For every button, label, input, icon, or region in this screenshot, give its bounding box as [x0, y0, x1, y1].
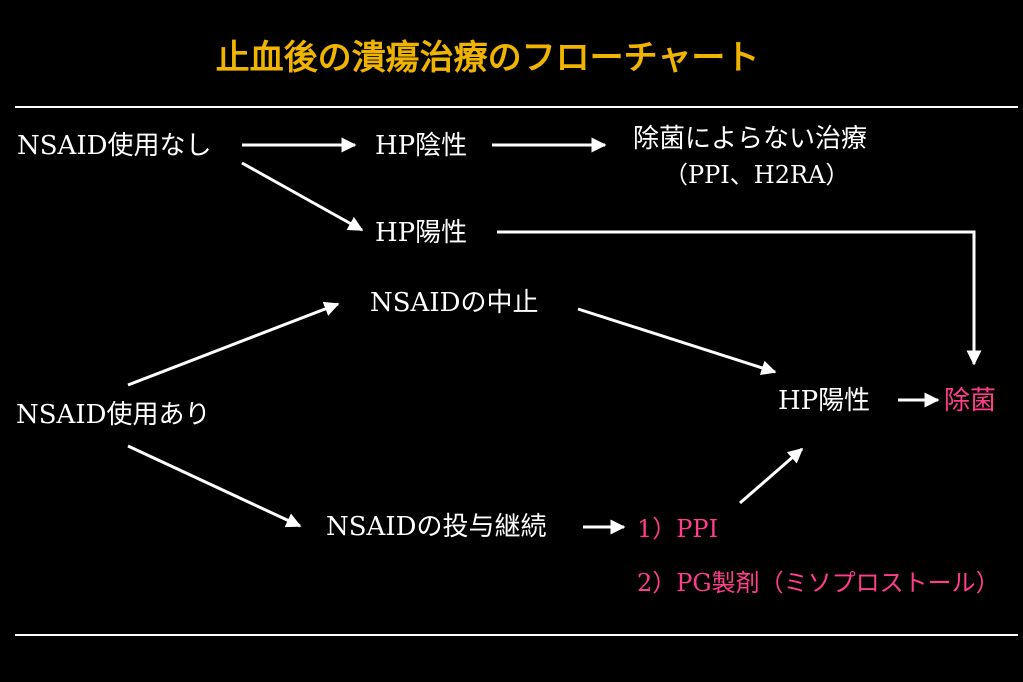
nsaid-stop-node: NSAIDの中止: [370, 288, 539, 318]
nsaid-continue-node: NSAIDの投与継続: [326, 512, 547, 542]
arrow-use-to-continue: [127, 444, 302, 528]
no-eradication-detail: （PPI、H2RA）: [664, 161, 850, 189]
arrow-use-to-stop: [127, 301, 340, 387]
page-title: 止血後の潰瘍治療のフローチャート: [215, 38, 760, 78]
no-eradication-node: 除菌によらない治療: [633, 124, 868, 154]
arrow-ppi-to-hp-positive: [739, 447, 804, 505]
eradication-node: 除菌: [944, 386, 997, 416]
arrow-stop-to-hp-positive: [577, 307, 777, 376]
nsaid-none-node: NSAID使用なし: [17, 131, 212, 161]
option-pg: 2）PG製剤（ミソプロストール）: [637, 569, 1000, 597]
nsaid-use-node: NSAID使用あり: [16, 400, 211, 430]
hp-positive-top-node: HP陽性: [375, 218, 468, 248]
hp-negative-node: HP陰性: [375, 131, 468, 161]
bottom-divider: [15, 634, 1018, 636]
top-divider: [15, 106, 1018, 108]
arrow-none-to-hp-positive: [241, 161, 364, 232]
hp-positive-right-node: HP陽性: [778, 386, 871, 416]
option-ppi: 1）PPI: [637, 515, 719, 543]
arrow-hp-positive-to-right: [497, 230, 982, 366]
